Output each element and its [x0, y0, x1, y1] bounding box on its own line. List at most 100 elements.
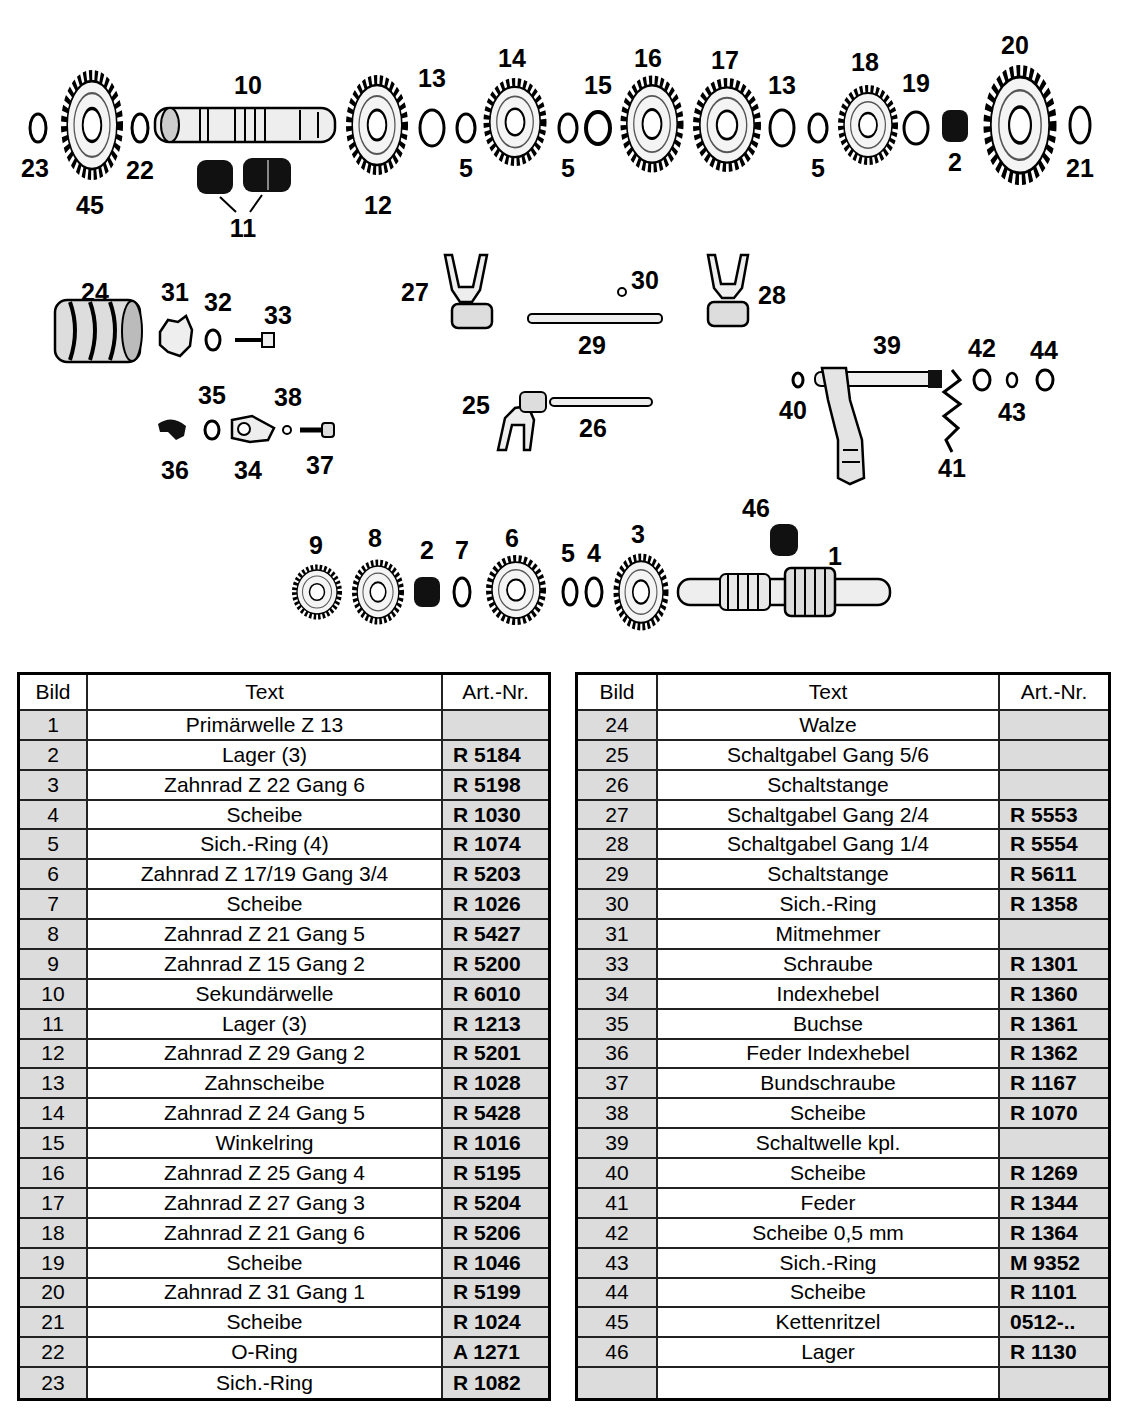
callout-number: 10	[234, 72, 262, 98]
table-text: 10	[41, 982, 64, 1006]
table-cell: Feder	[658, 1189, 1000, 1219]
table-text: R 5200	[453, 952, 521, 976]
table-cell: R 5200	[443, 950, 548, 980]
table-cell: Zahnrad Z 21 Gang 6	[88, 1219, 443, 1249]
table-text: 27	[605, 803, 628, 827]
table-cell: R 5206	[443, 1219, 548, 1249]
table-text: R 1016	[453, 1131, 521, 1155]
table-cell: R 5198	[443, 771, 548, 801]
table-cell: Buchse	[658, 1010, 1000, 1040]
table-text: 42	[605, 1221, 628, 1245]
callout-number: 9	[309, 532, 323, 558]
table-text: 28	[605, 832, 628, 856]
callout-number: 35	[198, 382, 226, 408]
table-cell: Schaltgabel Gang 1/4	[658, 830, 1000, 860]
callout-number: 5	[459, 155, 473, 181]
callout-number: 34	[234, 457, 262, 483]
table-text: 9	[47, 952, 59, 976]
table-cell: Scheibe	[658, 1099, 1000, 1129]
table-cell: 27	[578, 801, 658, 831]
callout-number: 5	[811, 155, 825, 181]
table-text: Schaltstange	[767, 862, 888, 886]
table-text: R 1130	[1010, 1340, 1077, 1364]
table-cell	[658, 1368, 1000, 1398]
table-cell: Sich.-Ring	[658, 1249, 1000, 1279]
table-cell: 4	[20, 801, 88, 831]
table-cell: Scheibe	[88, 1249, 443, 1279]
table-cell: 6	[20, 860, 88, 890]
table-text: R 5206	[453, 1221, 521, 1245]
callout-number: 44	[1030, 337, 1058, 363]
table-cell: Sich.-Ring	[658, 890, 1000, 920]
table-cell: Zahnrad Z 27 Gang 3	[88, 1189, 443, 1219]
table-cell: R 1101	[1000, 1279, 1108, 1309]
callout-number: 41	[938, 455, 966, 481]
table-cell: R 1360	[1000, 980, 1108, 1010]
table-text: Sich.-Ring	[780, 1251, 877, 1275]
table-text: Scheibe 0,5 mm	[752, 1221, 904, 1245]
table-text: 40	[605, 1161, 628, 1185]
table-cell: R 5199	[443, 1279, 548, 1309]
table-text: Schaltwelle kpl.	[756, 1131, 901, 1155]
table-cell: R 5554	[1000, 830, 1108, 860]
table-text: Feder Indexhebel	[746, 1041, 909, 1065]
table-text: 4	[47, 803, 59, 827]
table-cell: Scheibe	[88, 1308, 443, 1338]
table-cell: Schaltstange	[658, 771, 1000, 801]
table-text: Schaltgabel Gang 1/4	[727, 832, 929, 856]
table-text: 45	[605, 1310, 628, 1334]
table-cell: R 1358	[1000, 890, 1108, 920]
callout-number: 22	[126, 157, 154, 183]
table-text: 13	[41, 1071, 64, 1095]
table-text: R 5184	[453, 743, 521, 767]
table-cell: 23	[20, 1368, 88, 1398]
table-text: Text	[245, 680, 284, 704]
table-text: 41	[605, 1191, 628, 1215]
table-text: R 5201	[453, 1041, 521, 1065]
table-text: Zahnrad Z 25 Gang 4	[164, 1161, 365, 1185]
table-text: Indexhebel	[777, 982, 880, 1006]
table-cell: Walze	[658, 711, 1000, 741]
table-text: Zahnrad Z 27 Gang 3	[164, 1191, 365, 1215]
table-cell: 43	[578, 1249, 658, 1279]
table-text: R 5554	[1010, 832, 1078, 856]
table-text: 24	[605, 713, 628, 737]
table-cell: R 5201	[443, 1040, 548, 1070]
table-cell	[578, 1368, 658, 1398]
table-cell: R 1028	[443, 1069, 548, 1099]
callout-number: 25	[462, 392, 490, 418]
callout-number: 20	[1001, 32, 1029, 58]
callout-number: 13	[768, 72, 796, 98]
table-cell: Art.-Nr.	[443, 675, 548, 711]
table-text: 16	[41, 1161, 64, 1185]
table-cell: R 1070	[1000, 1099, 1108, 1129]
table-cell: 40	[578, 1159, 658, 1189]
table-text: Sich.-Ring (4)	[200, 832, 328, 856]
callout-number: 24	[81, 279, 109, 305]
table-cell: 13	[20, 1069, 88, 1099]
table-cell: 18	[20, 1219, 88, 1249]
callout-number: 6	[505, 525, 519, 551]
table-cell: 41	[578, 1189, 658, 1219]
table-cell: 0512-..	[1000, 1308, 1108, 1338]
table-text: R 1167	[1010, 1071, 1077, 1095]
table-text: R 5199	[453, 1280, 521, 1304]
table-text: 18	[41, 1221, 64, 1245]
table-cell: Schraube	[658, 950, 1000, 980]
table-text: Art.-Nr.	[462, 680, 529, 704]
callout-number: 31	[161, 279, 189, 305]
table-text: 22	[41, 1340, 64, 1364]
table-cell: Zahnrad Z 29 Gang 2	[88, 1040, 443, 1070]
table-cell: Sich.-Ring	[88, 1368, 443, 1398]
table-text: R 1362	[1010, 1041, 1078, 1065]
table-cell: R 1362	[1000, 1040, 1108, 1070]
table-cell: Schaltgabel Gang 5/6	[658, 741, 1000, 771]
table-text: Walze	[799, 713, 857, 737]
table-text: 12	[41, 1041, 64, 1065]
table-cell: 16	[20, 1159, 88, 1189]
table-text: 19	[41, 1251, 64, 1275]
table-cell: Zahnrad Z 17/19 Gang 3/4	[88, 860, 443, 890]
table-cell: O-Ring	[88, 1338, 443, 1368]
callout-number: 43	[998, 399, 1026, 425]
